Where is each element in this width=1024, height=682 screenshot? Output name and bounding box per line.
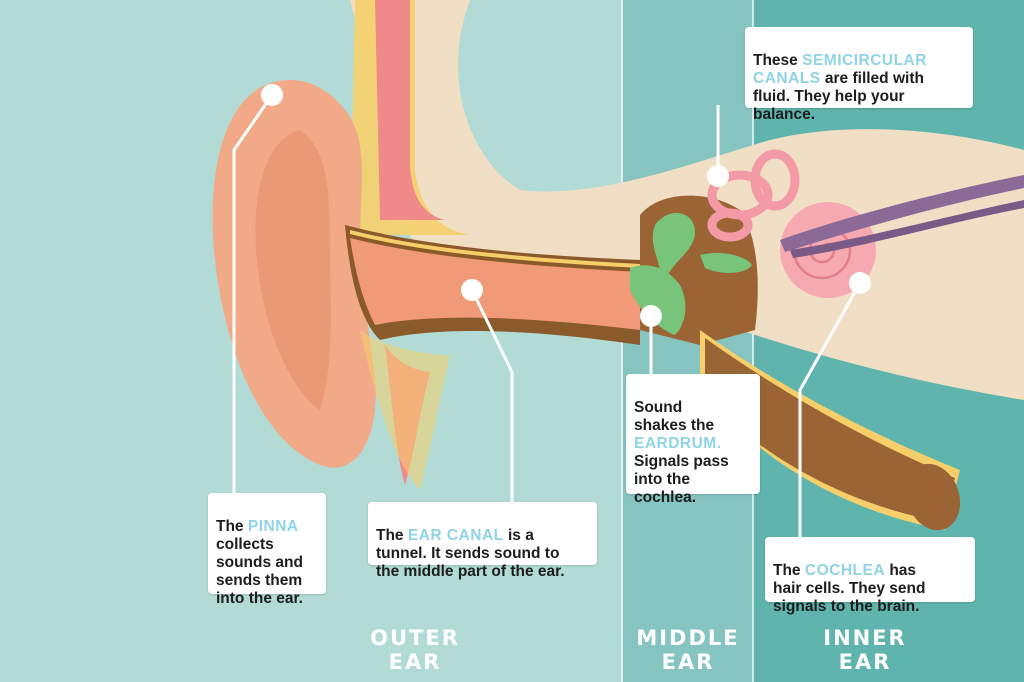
eardrum-membrane [630, 265, 686, 335]
eardrum-callout-highlight: EARDRUM. [634, 435, 722, 452]
ear-canal-dot [461, 279, 483, 301]
semicircular-dot [707, 165, 729, 187]
eustachian-tube-inner [705, 338, 955, 522]
cochlea-pointer-line [798, 282, 862, 540]
middle-ear-label: MIDDLE EAR [636, 626, 740, 674]
cochlea-callout-pre: The [773, 562, 805, 579]
inner-ear-label: INNER EAR [823, 626, 907, 674]
ossicles [652, 213, 752, 275]
pinna-callout-highlight: PINNA [247, 518, 299, 535]
ear-canal-callout: The EAR CANAL is a tunnel. It sends soun… [368, 502, 597, 580]
cochlea-callout-highlight: COCHLEA [804, 562, 886, 579]
ear-canal-callout-highlight: EAR CANAL [407, 527, 504, 544]
upper-cartilage [375, 0, 445, 220]
semicircular-canals [707, 149, 800, 242]
eardrum-dot [640, 305, 662, 327]
pinna-dot [261, 84, 283, 106]
auditory-nerve [780, 175, 1024, 252]
eardrum-callout-pre: Sound shakes the [634, 399, 715, 434]
ear-canal-pointer-line [470, 289, 514, 505]
pointer-lines [232, 94, 862, 540]
eustachian-tube-opening [905, 463, 961, 531]
cochlea-dot [849, 272, 871, 294]
auditory-nerve-lower [790, 200, 1024, 258]
pinna-pointer-line [232, 94, 274, 495]
ear-canal-callout-pre: The [376, 527, 408, 544]
semicircular-callout-post: are filled with fluid. They help your ba… [753, 70, 924, 123]
pointer-dots [261, 84, 871, 327]
eardrum-callout-post: Signals pass into the cochlea. [634, 453, 729, 506]
eardrum-callout: Sound shakes the EARDRUM. Signals pass i… [626, 374, 760, 504]
outer-ear-label: OUTER EAR [370, 626, 460, 674]
semicircular-callout-highlight: SEMICIRCULAR CANALS [753, 52, 927, 87]
cochlea-callout: The COCHLEA has hair cells. They send si… [765, 537, 975, 615]
pinna-callout-post: collects sounds and sends them into the … [216, 536, 303, 607]
ear-canal-callout-post: is a tunnel. It sends sound to the middl… [376, 527, 565, 580]
cochlea-callout-post: has hair cells. They send signals to the… [773, 562, 926, 615]
semicircular-callout-pre: These [753, 52, 803, 69]
ear-canal-tunnel [350, 238, 640, 330]
ear-canal-yellow-lining [350, 230, 640, 268]
pinna-inner-fold [255, 130, 331, 410]
pinna-callout: The PINNA collects sounds and sends them… [208, 493, 326, 606]
pinna-callout-pre: The [216, 518, 248, 535]
lower-skin-fold [360, 330, 450, 490]
semicircular-canals-callout: These SEMICIRCULAR CANALS are filled wit… [745, 27, 973, 123]
